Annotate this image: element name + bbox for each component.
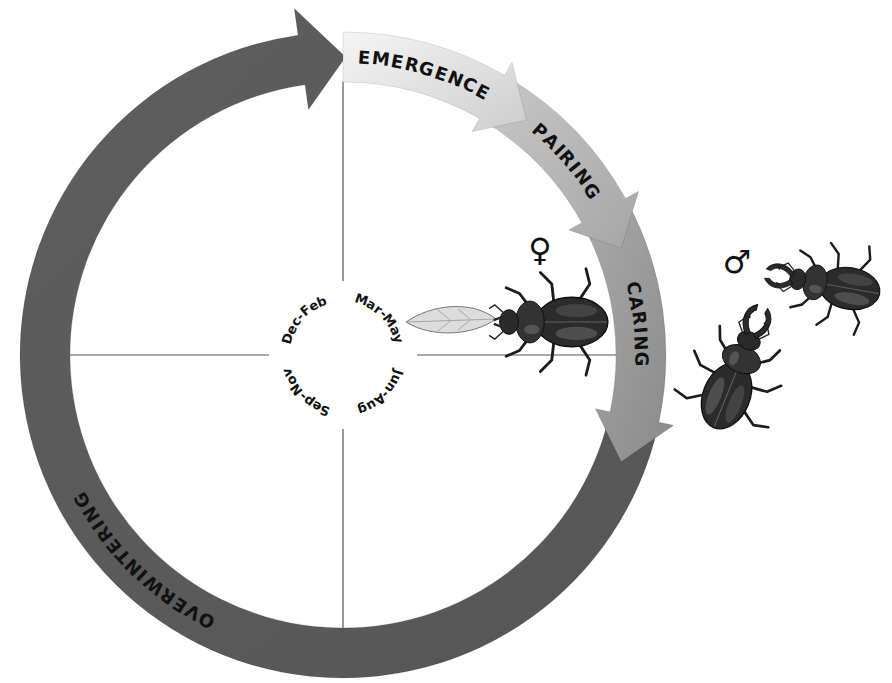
letter: E [390,52,405,72]
letter: W [140,572,167,599]
letter: G [632,351,650,366]
letter: M [381,311,399,329]
letter: e [283,322,299,336]
letter: N [445,68,466,90]
letter: E [170,594,190,616]
letter: c [288,315,303,329]
letter: C [460,74,480,96]
letter: - [377,307,390,320]
letter: G [417,58,436,79]
letter: N [79,503,102,525]
letter: J [391,368,405,377]
season-label: Jun-Aug [354,364,407,418]
letter: I [631,326,649,334]
season-label: Dec-Feb [279,293,330,348]
letter: M [353,292,369,308]
letter: I [565,159,583,176]
letter: V [182,601,203,624]
letter: - [296,390,309,403]
stage-label: CARING [622,277,652,370]
letter: R [157,585,179,608]
stage-arrow-band [584,203,674,461]
letter: S [319,403,332,418]
stage-arrow-band [484,78,639,248]
letter: b [315,293,328,309]
letter: u [364,398,378,414]
letter: N [631,335,650,351]
letter: D [280,332,296,346]
stage-label: EMERGENCE [353,47,493,103]
letter: e [306,297,320,313]
letter: G [71,489,94,511]
letter: R [403,55,421,76]
letter: M [371,49,391,69]
letter: A [539,130,562,153]
letter: I [89,517,108,533]
female-symbol: ♀ [528,234,551,266]
female-symbol-holder: ♀ [528,234,551,266]
letter: O [196,609,218,632]
letter: e [309,399,323,415]
male-symbol-holder: ♂ [723,246,752,278]
male-beetle [758,229,888,337]
male-beetle [667,288,809,447]
letter: a [388,324,404,337]
letter: N [288,382,305,399]
letter: A [372,392,388,408]
letter: P [529,120,551,142]
letter: r [372,302,385,316]
stage-label: PAIRING [529,120,603,202]
season-label: Sep-Nov [279,364,333,419]
letter: E [103,535,125,556]
male-symbol: ♂ [723,246,752,278]
female-beetle [489,269,608,375]
stage-label: OVERWINTERING [72,489,218,631]
letter: g [356,402,369,417]
letter: p [301,393,316,409]
letter: R [556,147,579,169]
letter: A [626,295,646,312]
letter: E [432,63,450,84]
letter: N [122,555,145,578]
letter: - [293,310,306,323]
letter: I [550,141,568,158]
letter: - [379,388,392,401]
letter: R [93,523,116,545]
leaf [406,307,496,333]
stage-arrow-band [20,8,658,678]
letter: o [283,374,299,388]
season-label: Mar-May [353,291,407,347]
letter: E [358,48,372,67]
letter: u [388,373,404,387]
crosshair [70,82,616,628]
letter: a [365,297,379,313]
letter: y [391,333,406,345]
letter: R [629,310,649,326]
letter: E [473,81,492,103]
letter: C [623,280,643,297]
letter: n [383,380,399,395]
letter: v [280,366,295,378]
letter: I [134,567,151,585]
letter: N [570,166,593,189]
letter: F [298,303,313,319]
letter: G [580,180,603,202]
letter: T [112,545,134,566]
stage-arrow-band [343,32,526,132]
